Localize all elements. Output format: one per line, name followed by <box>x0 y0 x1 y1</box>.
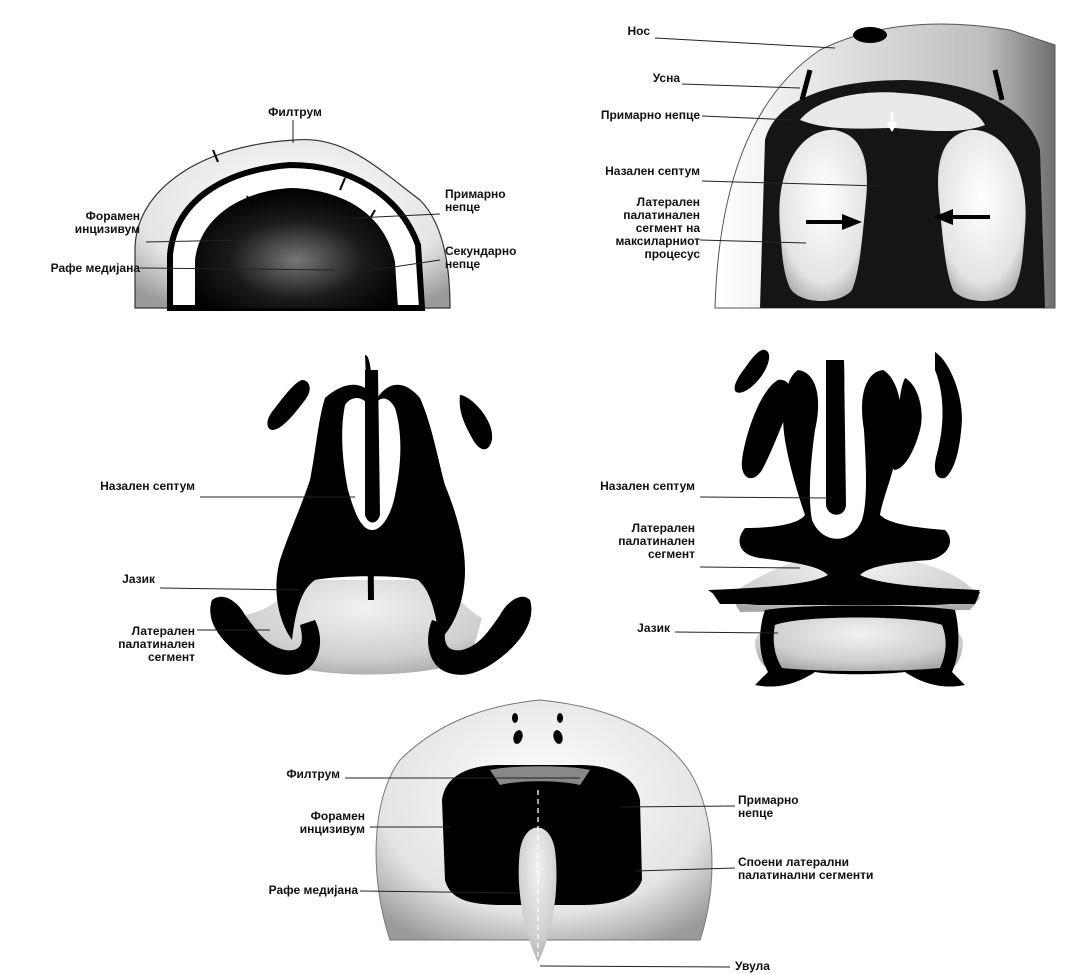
label-a-sekundarno: Секундарно непце <box>445 245 516 271</box>
label-e-primarno: Примарно непце <box>738 794 799 820</box>
label-b-nos: Нос <box>580 25 650 38</box>
panel-b-diagram <box>655 24 1055 308</box>
label-b-lateralen: Латерален палатинален сегмент на максила… <box>570 196 700 261</box>
panel-d-diagram <box>675 350 980 687</box>
label-e-foramen: Форамен инцизивум <box>250 810 365 836</box>
label-d-nazalen: Назален септум <box>545 480 695 493</box>
label-c-lateralen: Латерален палатинален сегмент <box>70 625 195 664</box>
label-c-nazalen: Назален септум <box>40 480 195 493</box>
label-e-spoeni: Споени латерални палатинални сегменти <box>738 856 873 882</box>
label-e-rafe: Рафе медијана <box>210 884 358 897</box>
label-a-foramen: Форамен инцизивум <box>40 210 140 236</box>
label-e-filtrum: Филтрум <box>230 768 340 781</box>
label-a-primarno: Примарно непце <box>445 188 506 214</box>
panel-e-diagram <box>345 700 735 967</box>
label-a-filtrum: Филтрум <box>250 106 340 119</box>
panel-a-diagram <box>135 120 450 308</box>
label-d-jazik: Јазик <box>570 622 670 635</box>
label-b-usna: Усна <box>600 72 680 85</box>
panel-c-diagram <box>160 355 531 675</box>
label-e-uvula: Увула <box>735 960 770 973</box>
label-b-primarno: Примарно непце <box>560 109 700 122</box>
label-a-rafe: Рафе медијана <box>5 262 140 275</box>
label-b-nazalen: Назален септум <box>560 165 700 178</box>
label-d-lateralen: Латерален палатинален сегмент <box>570 522 695 561</box>
label-c-jazik: Јазик <box>50 573 155 586</box>
